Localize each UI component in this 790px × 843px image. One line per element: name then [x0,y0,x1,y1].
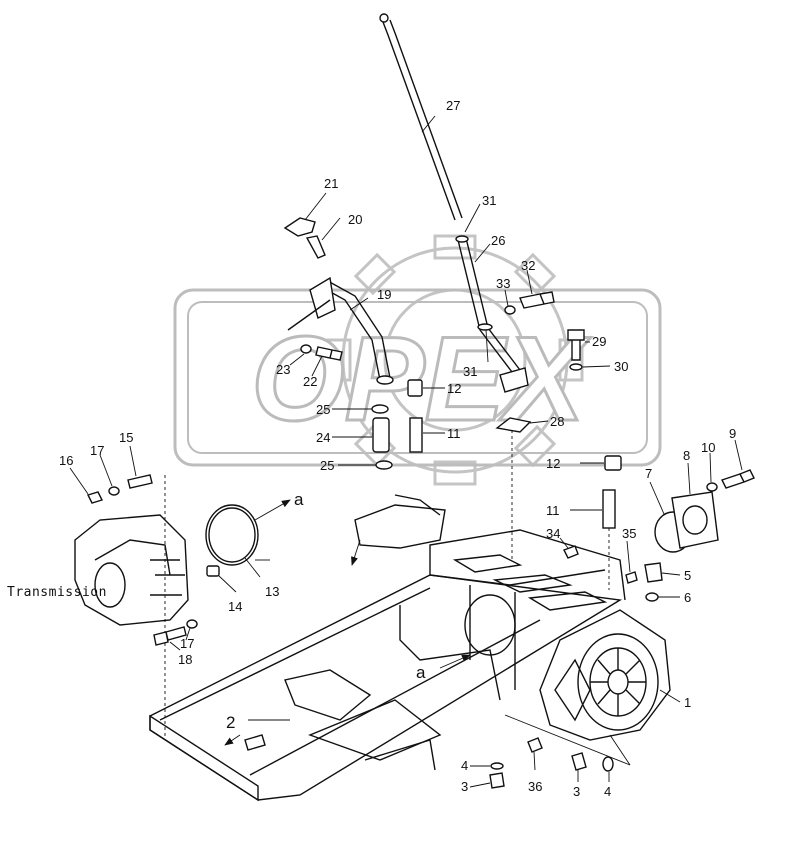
callout-20: 20 [348,212,362,227]
callout-17-bottom: 17 [180,636,194,651]
callout-22: 22 [303,374,317,389]
callout-12-top: 12 [447,381,461,396]
callout-26: 26 [491,233,505,248]
watermark: OPEX [173,234,662,486]
callout-3-right: 3 [573,784,580,799]
callout-28: 28 [550,414,564,429]
callout-33: 33 [496,276,510,291]
callout-2: 2 [226,713,235,732]
callout-19: 19 [377,287,391,302]
callout-7: 7 [645,466,652,481]
view-arrow-a-mid [439,654,471,669]
callout-10: 10 [701,440,715,455]
callout-15: 15 [119,430,133,445]
callout-31-top: 31 [482,193,496,208]
view-ref-a-top: a [294,490,304,509]
view-arrows [224,499,471,746]
callout-34: 34 [546,526,560,541]
callout-27: 27 [446,98,460,113]
callout-35: 35 [622,526,636,541]
callout-30: 30 [614,359,628,374]
callout-8: 8 [683,448,690,463]
callout-3-left: 3 [461,779,468,794]
leader-lines [69,115,743,788]
view-ref-a-mid: a [416,663,426,682]
callout-4-right: 4 [604,784,611,799]
transmission-label: Transmission [7,585,107,600]
callout-25-bottom: 25 [320,458,334,473]
callout-29: 29 [592,334,606,349]
main-frame [149,529,671,802]
callout-13: 13 [265,584,279,599]
view-arrow-a-top [254,499,291,521]
watermark-text: OPEX [251,312,591,446]
callout-23: 23 [276,362,290,377]
watermark-frame [173,288,662,467]
tubes-and-fittings [87,13,755,789]
callout-9: 9 [729,426,736,441]
callout-5: 5 [684,568,691,583]
callout-12-right: 12 [546,456,560,471]
watermark-gear-icon [341,246,569,474]
callout-6: 6 [684,590,691,605]
callout-1: 1 [684,695,691,710]
callout-31-mid: 31 [463,364,477,379]
callout-16: 16 [59,453,73,468]
callout-21: 21 [324,176,338,191]
callout-11-top: 11 [447,426,461,441]
callout-14: 14 [228,599,242,614]
transmission-housing [74,475,189,740]
callout-36: 36 [528,779,542,794]
callout-24: 24 [316,430,330,445]
callout-25-top: 25 [316,402,330,417]
callout-32: 32 [521,258,535,273]
callout-4-left: 4 [461,758,468,773]
callout-labels: 27 31 26 32 33 19 20 21 29 30 31 12 11 2… [7,98,736,799]
callout-17-top: 17 [90,443,104,458]
callout-18: 18 [178,652,192,667]
callout-11-right: 11 [546,503,560,518]
